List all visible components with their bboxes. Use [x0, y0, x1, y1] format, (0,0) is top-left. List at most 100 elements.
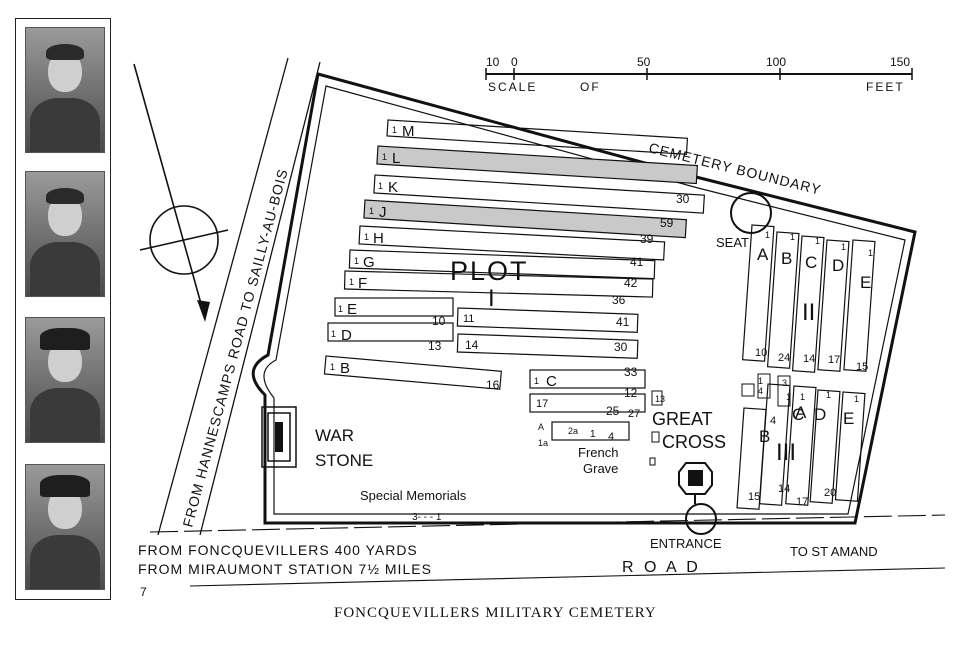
seat: SEAT — [716, 192, 772, 250]
plot-1: 1 M 1 L 1 K 30 1 J 59 1 H 39 1 G 41 1 F … — [323, 119, 706, 476]
row-c-second-last: 27 — [628, 408, 640, 420]
map-title: FONCQUEVILLERS MILITARY CEMETERY — [334, 605, 657, 621]
row-f-label: F — [358, 275, 367, 292]
plot3-b-label: B — [759, 427, 770, 446]
plot2-b-first: 1 — [790, 232, 795, 242]
plot3-d-last: 17 — [796, 496, 808, 508]
plot3-e-label: E — [843, 409, 854, 428]
plot2-a-first: 1 — [765, 230, 770, 240]
row-e-mid-start: 11 — [463, 313, 474, 325]
plot3-e-last: 20 — [824, 487, 836, 499]
plot2-e-last: 15 — [856, 361, 868, 373]
plot-label: PLOT — [450, 256, 529, 286]
row-c-side: 13 — [655, 394, 665, 404]
row-b-first: 1 — [330, 362, 335, 372]
row-a-one: 1 — [590, 429, 596, 440]
row-b-label: B — [340, 360, 350, 377]
row-j-label: J — [379, 204, 387, 221]
row-a-label: A — [538, 422, 544, 432]
row-d-mid-end: 13 — [428, 339, 442, 353]
scale-bar: 10 0 50 100 150 SCALE OF FEET — [485, 55, 913, 94]
north-arrow-icon — [133, 63, 229, 322]
row-b-mid: 16 — [486, 378, 500, 392]
plot3-a-label: A — [795, 403, 807, 422]
plot-numeral: I — [488, 285, 495, 312]
row-g-last: 41 — [630, 255, 644, 269]
row-g-label: G — [363, 254, 375, 271]
plot3-small-one: 1 — [758, 376, 763, 386]
plot3-small-three: 3 — [782, 378, 787, 388]
road-bottom-label: R O A D — [622, 559, 701, 576]
row-j-last: 59 — [660, 216, 674, 230]
row-h-last: 39 — [640, 232, 654, 246]
row-e-first: 1 — [338, 304, 343, 314]
row-a-four: 4 — [608, 431, 614, 443]
row-i-last: 36 — [612, 293, 626, 307]
row-m-label: M — [402, 123, 415, 140]
plot2-b-label: B — [781, 249, 792, 268]
soldier-portrait-1 — [25, 27, 105, 153]
row-c-label: C — [546, 373, 557, 390]
great-cross: GREAT CROSS — [652, 409, 726, 535]
row-k-label: K — [388, 179, 398, 196]
plot2-b-last: 24 — [778, 352, 790, 364]
row-c-last: 12 — [624, 386, 638, 400]
row-f-first: 1 — [349, 277, 354, 287]
scale-tick-150: 150 — [890, 55, 910, 69]
row-l-label: L — [392, 150, 400, 167]
plot2-e-first: 1 — [868, 248, 873, 258]
row-j-first: 1 — [369, 206, 374, 216]
war-label: WAR — [315, 426, 354, 445]
great-label: GREAT — [652, 409, 713, 429]
scale-tick-0: 0 — [511, 55, 518, 69]
from-miraumont-label: FROM MIRAUMONT STATION 7½ MILES — [138, 561, 432, 577]
soldier-portrait-3 — [25, 317, 105, 443]
stone-label: STONE — [315, 451, 373, 470]
row-b-last: 33 — [624, 365, 638, 379]
row-e-last: 41 — [616, 315, 630, 329]
scale-tick-100: 100 — [766, 55, 786, 69]
row-a-2a: 2a — [568, 426, 578, 436]
plot2-a-last: 10 — [755, 347, 767, 359]
row-m-first: 1 — [392, 125, 397, 135]
plot2-a-label: A — [757, 245, 769, 264]
plot3-d-label: D — [814, 405, 826, 424]
plot3-small-four: 4 — [758, 386, 763, 396]
to-st-amand-label: TO ST AMAND — [790, 544, 878, 559]
cemetery-boundary-wall — [251, 72, 917, 525]
plot3-e-first: 1 — [854, 394, 859, 404]
plot3-d-first: 1 — [826, 390, 831, 400]
war-stone: WAR STONE — [261, 406, 373, 470]
plot-2: 1 A 10 1 B 24 1 C 14 1 D 17 1 E 15 II — [741, 224, 876, 373]
cross-label: CROSS — [662, 432, 726, 452]
row-g-first: 1 — [354, 256, 359, 266]
plot-ii-label: II — [802, 299, 815, 326]
from-foncquevillers-label: FROM FONCQUEVILLERS 400 YARDS — [138, 542, 418, 558]
entrance-label: ENTRANCE — [650, 536, 722, 551]
row-f-last: 42 — [624, 276, 638, 290]
soldier-portrait-2 — [25, 171, 105, 297]
plot3-b-first: 4 — [770, 415, 776, 427]
row-d-label: D — [341, 327, 352, 344]
plot-3: 1 4 3 1 A 4 B 15 1 C 14 1 D 17 1 E 20 II… — [736, 373, 866, 510]
row-d-last: 30 — [614, 340, 628, 354]
row-l-first: 1 — [382, 152, 387, 162]
plot2-d-first: 1 — [841, 242, 846, 252]
row-c-mid: 25 — [606, 404, 620, 418]
row-c-second-first: 17 — [536, 398, 548, 410]
row-c-first: 1 — [534, 376, 539, 386]
scale-label: SCALE — [488, 80, 537, 94]
row-a-1a: 1a — [538, 438, 548, 448]
plot2-d-label: D — [832, 256, 844, 275]
row-h-label: H — [373, 230, 384, 247]
plot-iii-label: III — [776, 439, 796, 466]
row-e-label: E — [347, 301, 357, 318]
plot3-c-label: C — [792, 405, 804, 424]
row-e-mid-end: 10 — [432, 314, 446, 328]
plot2-c-first: 1 — [815, 236, 820, 246]
plot2-c-label: C — [805, 253, 817, 272]
row-d-first: 1 — [331, 329, 336, 339]
scale-tick-50: 50 — [637, 55, 651, 69]
scale-of-label: OF — [580, 80, 601, 94]
